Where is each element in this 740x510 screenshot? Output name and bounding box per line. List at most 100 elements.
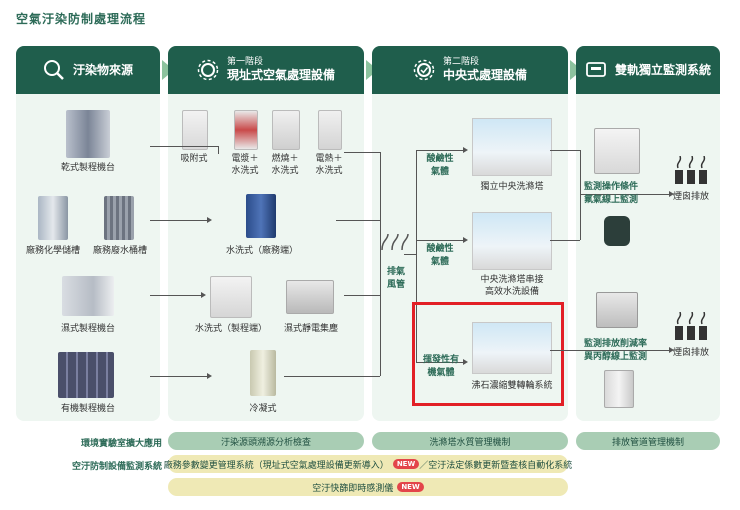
source-label: 廠務化學儲槽 bbox=[25, 246, 80, 256]
exhaust-label: 煙囪排放 bbox=[672, 348, 709, 358]
flow-line bbox=[550, 150, 580, 151]
flow-line bbox=[416, 240, 464, 241]
arrow-right-icon bbox=[669, 191, 674, 197]
monitor-label: 監測排放削減率 異丙醇線上監測 bbox=[584, 339, 648, 362]
stage1-label: 電熱＋ 水洗式 bbox=[315, 154, 343, 176]
row-label: 環境實驗室擴大應用 bbox=[80, 439, 162, 449]
new-badge: NEW bbox=[392, 459, 420, 469]
bar-monitoring-system: 廠務參數變更管理系統（現址式空氣處理設備更新導入） NEW ／空汙法定係數更新暨… bbox=[164, 455, 572, 473]
source-label: 廠務廢水桶槽 bbox=[92, 246, 147, 256]
organic-process-tool-image bbox=[58, 352, 114, 398]
electric-heat-scrubber-image bbox=[318, 110, 342, 150]
monitor-label: 監測操作條件 氟氣線上監測 bbox=[584, 182, 639, 205]
plasma-scrubber-image bbox=[234, 110, 258, 150]
bar-emission-management: 排放管道管理機制 bbox=[576, 432, 720, 450]
stage2-label: 中央洗滌塔串接 高效水洗設備 bbox=[480, 275, 544, 297]
control-panel-image bbox=[594, 128, 640, 174]
flow-line bbox=[580, 194, 670, 195]
stage1-label: 水洗式（製程端） bbox=[194, 324, 267, 334]
bar-rapid-sensor: 空汙快篩即時感測儀 NEW bbox=[168, 478, 568, 496]
flow-line bbox=[416, 150, 417, 362]
bar-text: 空汙快篩即時感測儀 bbox=[312, 483, 394, 494]
ipa-analyzer-image bbox=[604, 370, 634, 408]
gear-check-icon bbox=[413, 59, 435, 81]
wet-process-tool-image bbox=[62, 276, 114, 316]
arrow-right-icon bbox=[669, 347, 674, 353]
arrow-right-icon bbox=[201, 292, 206, 298]
stage2-label: 沸石濃縮雙轉輪系統 bbox=[471, 381, 553, 391]
header-monitor: 雙軌獨立監測系統 bbox=[576, 46, 720, 94]
analyzer-image bbox=[596, 292, 638, 328]
header-sources: 汙染物來源 bbox=[16, 46, 160, 94]
flow-line bbox=[416, 362, 464, 363]
flow-line bbox=[550, 350, 670, 351]
bar-text: 廠務參數變更管理系統（現址式空氣處理設備更新導入） bbox=[163, 460, 389, 471]
exhaust-duct-icon bbox=[381, 233, 409, 251]
zeolite-rotor-photo bbox=[472, 322, 552, 374]
flow-line bbox=[380, 152, 381, 376]
header-stage2-sub: 第二階段 bbox=[442, 57, 479, 67]
exhaust-label: 煙囪排放 bbox=[672, 192, 709, 202]
flow-line bbox=[344, 152, 380, 153]
stage1-label: 電漿＋ 水洗式 bbox=[231, 154, 259, 176]
header-sources-title: 汙染物來源 bbox=[72, 62, 133, 77]
water-scrubber-process-image bbox=[210, 276, 252, 318]
stage1-label: 冷凝式 bbox=[249, 404, 277, 414]
flow-line bbox=[284, 376, 380, 377]
combustion-scrubber-image bbox=[272, 110, 300, 150]
gas-label: 酸鹼性 氣體 bbox=[426, 244, 454, 267]
stage1-label: 水洗式（廠務端） bbox=[225, 246, 298, 256]
flow-line bbox=[416, 150, 464, 151]
flow-line bbox=[150, 376, 208, 377]
arrow-right-icon bbox=[463, 359, 468, 365]
wet-esp-image bbox=[286, 280, 334, 314]
new-badge: NEW bbox=[397, 482, 424, 492]
source-label: 有機製程機台 bbox=[60, 404, 115, 414]
header-monitor-title: 雙軌獨立監測系統 bbox=[614, 62, 711, 77]
search-icon bbox=[43, 60, 64, 80]
flow-line bbox=[344, 295, 380, 296]
column-monitor bbox=[576, 46, 720, 421]
gear-icon bbox=[197, 59, 219, 81]
flow-line bbox=[150, 295, 202, 296]
arrow-right-icon bbox=[207, 217, 212, 223]
flow-line bbox=[550, 240, 580, 241]
row-label: 空汙防制設備監測系統 bbox=[71, 462, 162, 472]
flow-line bbox=[218, 146, 219, 154]
stage2-label: 獨立中央洗滌塔 bbox=[480, 182, 544, 192]
bar-water-quality: 洗滌塔水質管理機制 bbox=[372, 432, 568, 450]
condenser-image bbox=[250, 350, 276, 396]
arrow-right-icon bbox=[463, 147, 468, 153]
header-stage2-title: 中央式處理設備 bbox=[442, 68, 527, 82]
bar-text: ／空汙法定係數更新暨查核自動化系統 bbox=[419, 460, 573, 471]
gas-label: 酸鹼性 氣體 bbox=[426, 154, 454, 177]
source-label: 乾式製程機台 bbox=[60, 163, 115, 173]
page-title: 空氣汙染防制處理流程 bbox=[16, 12, 147, 26]
header-stage1-title: 現址式空氣處理設備 bbox=[226, 68, 335, 82]
flow-line bbox=[404, 254, 416, 255]
bar-source-analysis: 汙染源頭溯源分析檢查 bbox=[168, 432, 364, 450]
dry-process-tool-image bbox=[66, 110, 110, 158]
chemical-tank-image bbox=[38, 196, 68, 240]
chimney-icon bbox=[675, 156, 707, 184]
adsorption-unit-image bbox=[182, 110, 208, 150]
header-stage1-sub: 第一階段 bbox=[226, 57, 263, 67]
stage1-label: 燃燒＋ 水洗式 bbox=[271, 154, 299, 176]
scrubber-series-photo bbox=[472, 212, 552, 270]
chimney-icon bbox=[675, 312, 707, 340]
gas-label: 揮發性有 機氣體 bbox=[422, 355, 459, 378]
fluorine-sensor-image bbox=[604, 216, 630, 246]
highlight-box bbox=[412, 302, 564, 406]
source-label: 濕式製程機台 bbox=[60, 324, 115, 334]
arrow-right-icon bbox=[207, 373, 212, 379]
header-stage2: 第二階段中央式處理設備 bbox=[372, 46, 568, 94]
header-stage1: 第一階段現址式空氣處理設備 bbox=[168, 46, 364, 94]
flow-line bbox=[150, 220, 208, 221]
duct-label: 排氣 風管 bbox=[386, 267, 405, 290]
stage1-label: 吸附式 bbox=[180, 154, 208, 164]
scrubber-tower-photo bbox=[472, 118, 552, 176]
stage1-label: 濕式靜電集塵 bbox=[283, 324, 338, 334]
water-scrubber-facility-image bbox=[246, 194, 276, 238]
arrow-right-icon bbox=[463, 237, 468, 243]
flow-line bbox=[336, 220, 380, 221]
